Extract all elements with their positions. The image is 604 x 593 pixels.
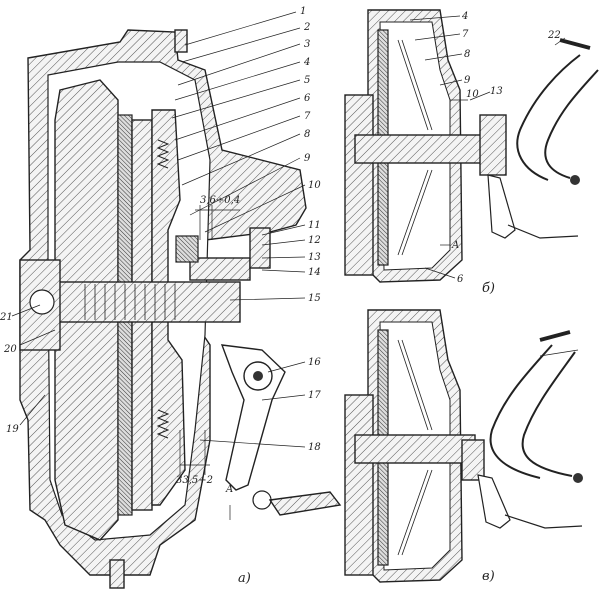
pilot-bearing bbox=[29, 289, 55, 315]
pedal-pivot-b bbox=[570, 175, 580, 185]
shaft-c bbox=[354, 434, 476, 464]
callout-a-20: 20 bbox=[3, 344, 17, 355]
flywheel-b bbox=[344, 94, 374, 276]
pedal-travel-arrow-c bbox=[539, 349, 579, 357]
flywheel-c bbox=[344, 394, 374, 576]
shaft-b bbox=[354, 134, 496, 164]
callout-a-2: 2 bbox=[303, 22, 310, 33]
callout-a-8: 8 bbox=[304, 129, 310, 140]
callout-b-9: 9 bbox=[464, 75, 471, 86]
callout-a-9: 9 bbox=[304, 153, 311, 164]
callout-a-15: 15 bbox=[308, 293, 321, 304]
fork-end-joint bbox=[252, 490, 272, 510]
callout-a-3: 3 bbox=[304, 39, 310, 50]
caption-b: б) bbox=[482, 281, 495, 296]
pedal-lever-b-outer bbox=[544, 69, 599, 179]
caption-a: а) bbox=[238, 571, 251, 586]
callout-a-13: 13 bbox=[308, 252, 321, 263]
callout-b-13: 13 bbox=[490, 86, 503, 97]
leader-lines-b bbox=[409, 15, 566, 279]
pedal-pad-c bbox=[539, 330, 571, 342]
pedal-pivot-c bbox=[573, 473, 583, 483]
release-sleeve bbox=[189, 257, 251, 281]
section-mark-a: A bbox=[225, 484, 233, 495]
shaft-splines bbox=[84, 284, 176, 320]
release-bearing bbox=[175, 235, 199, 263]
push-rod bbox=[268, 491, 342, 516]
callout-b-8: 8 bbox=[464, 49, 470, 60]
view-a-main-section: 1 2 3 4 5 6 7 8 9 10 11 12 13 14 15 16 1… bbox=[0, 6, 342, 589]
input-shaft bbox=[54, 281, 241, 323]
callout-a-16: 16 bbox=[308, 357, 321, 368]
callout-b-4: 4 bbox=[461, 11, 468, 22]
leader-lines-a bbox=[11, 11, 306, 448]
pedal-lever-c-outer bbox=[521, 351, 576, 477]
clutch-cover bbox=[151, 109, 186, 506]
fork-pivot-pin bbox=[253, 371, 263, 381]
diaphragm-c bbox=[397, 339, 433, 556]
callout-a-17: 17 bbox=[308, 390, 321, 401]
caption-c: в) bbox=[482, 569, 495, 584]
callout-a-19: 19 bbox=[6, 424, 19, 435]
release-bearing-b bbox=[479, 114, 507, 176]
pedal-arm-b bbox=[507, 224, 579, 239]
callout-a-10: 10 bbox=[308, 180, 321, 191]
callout-a-14: 14 bbox=[308, 267, 321, 278]
callout-b-7: 7 bbox=[462, 29, 469, 40]
callout-b-10: 10 bbox=[466, 89, 479, 100]
callout-b-6: 6 bbox=[457, 274, 464, 285]
view-b-section: 4 7 8 9 10 13 6 A 22 б) bbox=[344, 9, 599, 296]
dimension-gap-bottom: 33,5÷2 bbox=[176, 475, 213, 486]
fork-b bbox=[487, 174, 516, 239]
dimension-gap-top: 3,6÷0,4 bbox=[200, 195, 240, 206]
callout-a-18: 18 bbox=[308, 442, 321, 453]
pedal-lever-c bbox=[489, 344, 553, 479]
callout-a-11: 11 bbox=[308, 220, 321, 231]
callout-a-5: 5 bbox=[304, 75, 310, 86]
pedal-lever-b bbox=[516, 54, 581, 181]
pedal-pad-b bbox=[559, 38, 591, 50]
callout-a-1: 1 bbox=[300, 6, 306, 17]
fork-c bbox=[477, 474, 511, 529]
callout-b-section-a: A bbox=[451, 240, 459, 251]
callout-a-4: 4 bbox=[303, 57, 310, 68]
pedal-arm-c bbox=[504, 514, 583, 529]
callout-b-22: 22 bbox=[547, 30, 561, 41]
callout-a-12: 12 bbox=[308, 235, 321, 246]
callout-a-21: 21 bbox=[0, 312, 13, 323]
pressure-springs bbox=[156, 139, 170, 439]
top-bolt bbox=[174, 29, 188, 53]
callout-a-6: 6 bbox=[304, 93, 311, 104]
diaphragm-b bbox=[397, 39, 433, 256]
view-c-section: в) bbox=[344, 309, 583, 584]
callout-a-7: 7 bbox=[304, 111, 311, 122]
release-bearing-c bbox=[461, 439, 485, 481]
housing-bolt bbox=[109, 559, 125, 589]
dimension-lines bbox=[179, 205, 240, 520]
